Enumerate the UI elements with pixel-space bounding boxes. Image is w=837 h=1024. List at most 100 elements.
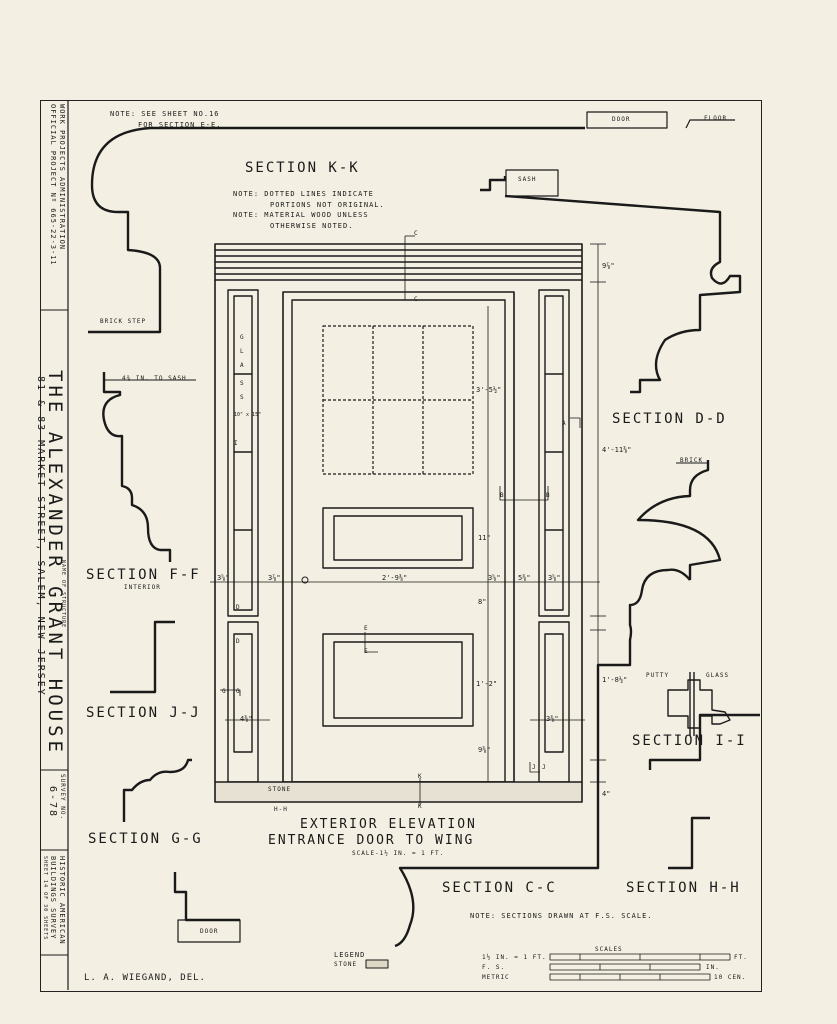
section-ff-subtitle: INTERIOR xyxy=(124,584,161,591)
section-dd-profile xyxy=(636,460,722,580)
section-jj-title: SECTION J-J xyxy=(86,705,201,721)
dim-bottom-rail: 9⅜" xyxy=(478,746,491,754)
wpa-line-1: WORK PROJECTS ADMINISTRATION xyxy=(58,104,66,251)
habs-line-2: BUILDINGS SURVEY xyxy=(49,856,57,940)
elevation-title-1: EXTERIOR ELEVATION xyxy=(300,817,477,832)
dim-right-side: 3⅝" xyxy=(488,574,501,582)
label-stone: STONE xyxy=(268,786,292,793)
section-jj-profile xyxy=(110,620,175,694)
legend-stone-label: STONE xyxy=(334,961,358,968)
cut-mark-b-left: B xyxy=(500,492,505,499)
section-cc-profile xyxy=(394,568,691,948)
section-hh-title: SECTION H-H xyxy=(626,880,741,896)
habs-line-1: HISTORIC AMERICAN xyxy=(58,856,66,945)
address: 81 & 83 MARKET STREET, SALEM, NEW JERSEY xyxy=(35,376,46,697)
sheet-border xyxy=(40,100,762,992)
section-ff-title: SECTION F-F xyxy=(86,567,201,583)
legend-heading: LEGEND xyxy=(334,951,366,959)
cut-mark-d-upper: D xyxy=(236,604,241,611)
elevation-title-2: ENTRANCE DOOR TO WING xyxy=(268,833,475,848)
survey-number: 6-78 xyxy=(47,786,58,819)
house-name: THE ALEXANDER GRANT HOUSE xyxy=(44,370,66,756)
dim-lower-right: 1'-8½" xyxy=(602,676,628,684)
scale-3-end: 10 CEN. xyxy=(714,974,747,981)
dim-left-margin: 3⅝" xyxy=(217,574,230,582)
cut-mark-g-right: G xyxy=(236,688,241,695)
delineator: L. A. WIEGAND, DEL. xyxy=(84,973,206,983)
section-dd-title: SECTION D-D xyxy=(612,411,727,427)
dim-base: 4" xyxy=(602,790,611,798)
label-brick: BRICK xyxy=(680,457,704,464)
section-ii-detail xyxy=(667,672,731,736)
dim-right-margin: 5⅜" xyxy=(518,574,531,582)
wpa-line-2: OFFICIAL PROJECT Nº 665-22-3-11 xyxy=(49,104,57,266)
dim-top-right: 9⅞" xyxy=(602,262,615,270)
elevation-scale: SCALE-1½ IN. = 1 FT. xyxy=(352,850,445,857)
dim-right-edge: 3⅝" xyxy=(548,574,561,582)
label-door-bottom: DOOR xyxy=(200,928,219,935)
cut-mark-a: A xyxy=(562,420,567,427)
scale-2-end: IN. xyxy=(706,964,720,971)
legend-stone-swatch xyxy=(365,959,389,969)
cut-mark-b-right: B xyxy=(546,492,551,499)
label-brick-step: BRICK STEP xyxy=(100,318,147,325)
dim-upper-width: 11" xyxy=(478,534,491,542)
section-gg-profile xyxy=(122,758,192,822)
pane-size: 10" x 15" xyxy=(234,412,262,418)
dim-lower-panel: 1'-2" xyxy=(476,680,498,688)
label-door-top: DOOR xyxy=(612,116,631,123)
section-kk-profile xyxy=(88,126,585,334)
dim-light-height: 4'-11⅜" xyxy=(602,446,632,454)
label-sash: SASH xyxy=(518,176,537,183)
note-see-sheet-2: FOR SECTION E-E. xyxy=(138,121,222,129)
cut-mark-k-bottom: K xyxy=(418,803,423,810)
dim-left-side: 3⅞" xyxy=(268,574,281,582)
section-ff-profile xyxy=(102,372,172,562)
glass-letter-s2: S xyxy=(240,394,245,401)
section-hh-profile xyxy=(668,816,710,870)
cut-mark-e-bottom: E xyxy=(364,648,369,655)
scale-1-end: FT. xyxy=(734,954,748,961)
note-see-sheet-1: NOTE: SEE SHEET NO.16 xyxy=(110,110,220,118)
cut-mark-j-left: J xyxy=(532,764,537,771)
glass-letter-g: G xyxy=(240,334,245,341)
cut-mark-c-bottom: C xyxy=(414,296,419,303)
section-ii-title: SECTION I-I xyxy=(632,733,747,749)
scale-1-label: 1½ IN. = 1 FT. xyxy=(482,954,547,961)
dim-mid-rail: 8" xyxy=(478,598,487,606)
cut-mark-hh: H-H xyxy=(274,806,288,813)
note-dotted-1: NOTE: DOTTED LINES INDICATE xyxy=(233,190,374,198)
label-to-sash: 4⅜ IN. TO SASH xyxy=(122,375,187,382)
elevation-drawing xyxy=(210,235,606,806)
dim-small-2: 3⅜" xyxy=(546,715,559,723)
survey-label: SURVEY NO. xyxy=(59,774,66,821)
note-dotted-2: PORTIONS NOT ORIGINAL. xyxy=(270,201,385,209)
label-floor: FLOOR xyxy=(704,115,728,122)
glass-letter-s1: S xyxy=(240,380,245,387)
scale-bars xyxy=(549,953,731,981)
section-gg-title: SECTION G-G xyxy=(88,831,203,847)
glass-letter-a: A xyxy=(240,362,245,369)
note-material-1: NOTE: MATERIAL WOOD UNLESS xyxy=(233,211,369,219)
section-kk-title: SECTION K-K xyxy=(245,160,360,176)
upper-sash-dotted xyxy=(322,325,474,475)
note-sections-fs: NOTE: SECTIONS DRAWN AT F.S. SCALE. xyxy=(470,912,653,920)
label-putty: PUTTY xyxy=(646,672,670,679)
dim-door-width: 2'-9⅜" xyxy=(382,574,408,582)
scale-3-label: METRIC xyxy=(482,974,510,981)
dim-small-1: 4⅜" xyxy=(240,715,253,723)
scale-2-label: F. S. xyxy=(482,964,506,971)
cut-mark-g-left: G xyxy=(222,688,227,695)
cut-mark-j-right: J xyxy=(542,764,547,771)
scales-heading: SCALES xyxy=(595,946,623,953)
cut-mark-e-top: E xyxy=(364,625,369,632)
cut-mark-c-top: C xyxy=(414,230,419,237)
sheet-number: SHEET 14 OF 30 SHEETS xyxy=(42,856,48,941)
cut-mark-k-top: K xyxy=(418,773,423,780)
label-glass: GLASS xyxy=(706,672,730,679)
cut-mark-i: I xyxy=(234,440,239,447)
dim-upper-panel: 3'-5½" xyxy=(476,386,502,394)
cut-mark-d-lower: D xyxy=(236,638,241,645)
note-material-2: OTHERWISE NOTED. xyxy=(270,222,354,230)
